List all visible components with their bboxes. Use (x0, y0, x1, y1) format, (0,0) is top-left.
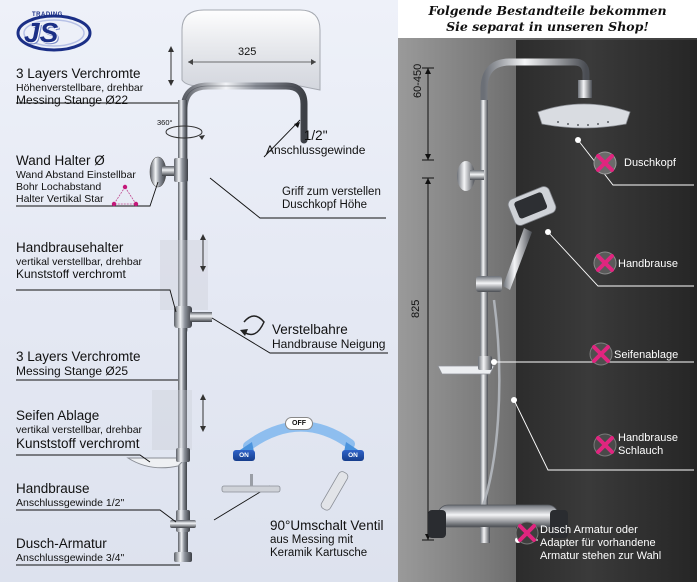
logo-small-text: TRADING (32, 12, 63, 18)
label-thread: 1/2" Anschlussgewinde (266, 128, 366, 157)
excluded-mark-icon (593, 433, 617, 457)
right-label-mixer: Dusch Armatur oder Adapter für vorhanden… (540, 524, 662, 563)
label-grip: Griff zum verstellen Duschkopf Höhe (282, 186, 381, 212)
shower-head-outline (181, 9, 321, 91)
label-rail-mid: 3 Layers Verchromte Messing Stange Ø25 (16, 349, 141, 378)
drill-pattern-icon (111, 184, 139, 207)
label-hand-holder: Handbrausehalter vertikal verstellbar, d… (16, 240, 143, 281)
excluded-mark-icon (593, 151, 617, 175)
right-label-hose: Handbrause Schlauch (618, 432, 678, 458)
excluded-mark-icon (593, 251, 617, 275)
label-rail-top: 3 Layers Verchromte Höhenverstellbare, d… (16, 66, 144, 107)
banner-line-2: Sie separat in unseren Shop! (446, 19, 649, 34)
shower-photo-drawing (422, 58, 694, 543)
label-mixer: Dusch-Armatur Anschlussgewinde 3/4" (16, 536, 125, 564)
label-tilt: Verstelbahre Handbrause Neigung (272, 322, 386, 351)
banner-line-1: Folgende Bestandteile bekommen (428, 3, 667, 18)
logo-main-text: JS (24, 17, 59, 48)
product-photo-right: Folgende Bestandteile bekommen Sie separ… (398, 0, 697, 582)
on-badge-left: ON (233, 450, 255, 461)
label-valve: 90°Umschalt Ventil aus Messing mit Keram… (270, 518, 384, 559)
shower-system-drawing (16, 9, 388, 566)
right-label-hand-shower: Handbrause (618, 258, 678, 270)
brand-logo: TRADING JS (14, 8, 92, 56)
label-soap-tray: Seifen Ablage vertikal verstellbar, dreh… (16, 408, 143, 451)
height-range-label: 60-450 (412, 63, 424, 98)
rail-height-label: 825 (410, 299, 422, 318)
on-badge-right: ON (342, 450, 364, 461)
rotation-label: 360° (157, 118, 173, 127)
label-hand-shower: Handbrause Anschlussgewinde 1/2" (16, 481, 125, 509)
right-label-shower-head: Duschkopf (624, 157, 676, 169)
tile-wall (516, 40, 697, 582)
excluded-mark-icon (515, 521, 539, 545)
label-wall-holder: Wand Halter Ø Wand Abstand Einstellbar B… (16, 153, 136, 205)
logo-swoosh-icon (16, 14, 92, 52)
excluded-mark-icon (589, 342, 613, 366)
right-label-soap-dish: Seifenablage (614, 349, 679, 361)
product-diagram-left: TRADING JS (0, 0, 398, 582)
off-badge: OFF (285, 417, 313, 430)
info-banner: Folgende Bestandteile bekommen Sie separ… (398, 0, 697, 38)
width-dimension-label: 325 (238, 46, 257, 58)
